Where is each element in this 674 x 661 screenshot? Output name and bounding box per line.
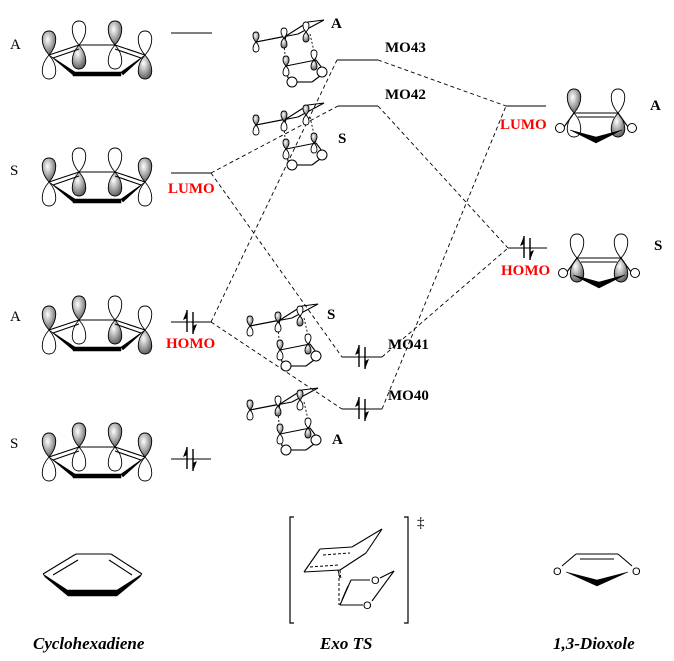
ts-orbital-mo41 <box>246 303 322 372</box>
corr-left-lumo-mo41 <box>210 172 343 358</box>
symmetry-label: A <box>331 16 342 32</box>
cyclohexadiene-orbital-psi3 <box>41 147 153 207</box>
symmetry-label: A <box>10 37 21 53</box>
oxygen-atom: O <box>363 600 372 612</box>
lumo-label: LUMO <box>168 181 215 197</box>
ts-orbital-mo40 <box>246 387 322 456</box>
ts-orbital-mo42 <box>252 102 328 171</box>
exo-ts-title: Exo TS <box>319 634 372 653</box>
oxygen-atom: O <box>632 566 641 578</box>
symmetry-label: S <box>10 163 18 179</box>
symmetry-label: S <box>338 131 346 147</box>
corr-mo40-right-lumo <box>381 105 507 410</box>
left-column: A S LUMO A HOMO <box>10 20 215 482</box>
corr-mo42-right-homo <box>377 105 509 249</box>
oxygen-atom: O <box>371 575 380 587</box>
exo-ts-structure: ‡ O O <box>289 515 425 624</box>
right-column: LUMO A HOMO S <box>500 88 662 289</box>
corr-left-homo-mo40 <box>210 321 343 410</box>
cyclohexadiene-structure <box>42 553 143 597</box>
dioxole-title: 1,3-Dioxole <box>553 634 635 653</box>
dioxole-structure: O O <box>553 553 641 587</box>
corr-left-lumo-mo42 <box>210 105 339 174</box>
mo41-label: MO41 <box>388 337 429 353</box>
corr-left-homo-mo43 <box>210 59 338 323</box>
cyclohexadiene-orbital-psi2 <box>41 295 153 355</box>
transition-state-symbol: ‡ <box>417 515 425 531</box>
corr-mo43-right-lumo <box>377 59 507 107</box>
dioxole-orbital-lumo <box>555 88 637 144</box>
mo42-label: MO42 <box>385 87 426 103</box>
cyclohexadiene-orbital-psi1 <box>41 422 153 482</box>
dioxole-orbital-homo <box>558 233 640 289</box>
ts-orbital-mo43 <box>252 19 328 88</box>
symmetry-label: S <box>654 238 662 254</box>
symmetry-label: S <box>327 307 335 323</box>
center-column: A MO43 S MO42 S MO41 A <box>246 16 429 456</box>
homo-label: HOMO <box>166 336 215 352</box>
mo40-label: MO40 <box>388 388 429 404</box>
homo-label: HOMO <box>501 263 550 279</box>
symmetry-label: A <box>10 309 21 325</box>
lumo-label: LUMO <box>500 117 547 133</box>
symmetry-label: A <box>650 98 661 114</box>
cyclohexadiene-title: Cyclohexadiene <box>33 634 145 653</box>
mo43-label: MO43 <box>385 40 426 56</box>
symmetry-label: A <box>332 432 343 448</box>
correlation-lines <box>210 59 509 410</box>
oxygen-atom: O <box>553 566 562 578</box>
symmetry-label: S <box>10 436 18 452</box>
cyclohexadiene-orbital-psi4 <box>41 20 153 80</box>
